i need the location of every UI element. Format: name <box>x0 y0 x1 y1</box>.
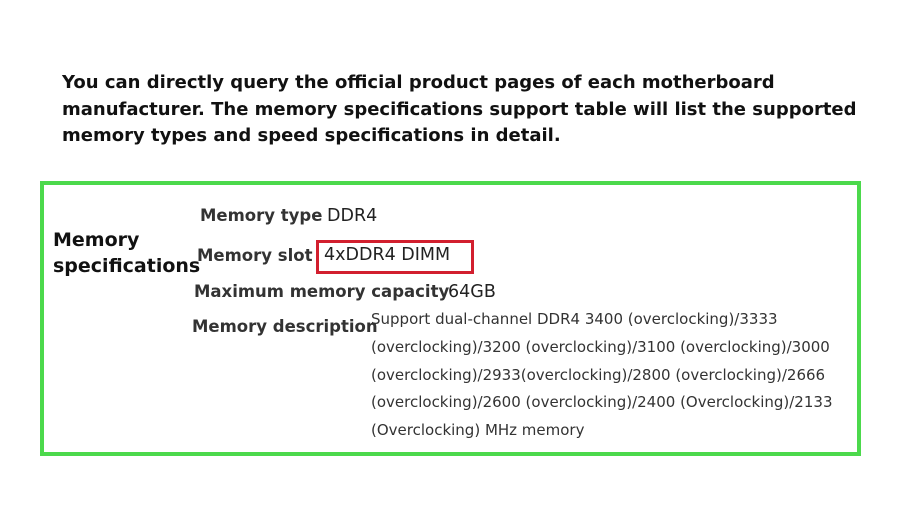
memory-specifications-box <box>40 181 861 456</box>
memory-slot-value: 4xDDR4 DIMM <box>324 245 451 265</box>
section-title-line-2: specifications <box>53 255 201 277</box>
max-memory-capacity-value: 64GB <box>448 282 496 302</box>
section-title-line-1: Memory <box>53 229 140 251</box>
max-memory-capacity-label: Maximum memory capacity <box>194 282 450 301</box>
memory-description-label: Memory description <box>192 317 378 336</box>
section-title: Memory specifications <box>53 227 200 279</box>
intro-paragraph: You can directly query the official prod… <box>62 72 857 146</box>
memory-type-value: DDR4 <box>327 206 378 226</box>
memory-type-label: Memory type <box>200 206 323 225</box>
memory-slot-label: Memory slot <box>197 246 313 265</box>
memory-description-value: Support dual-channel DDR4 3400 (overcloc… <box>371 310 833 440</box>
memory-slot-highlight <box>316 240 474 274</box>
